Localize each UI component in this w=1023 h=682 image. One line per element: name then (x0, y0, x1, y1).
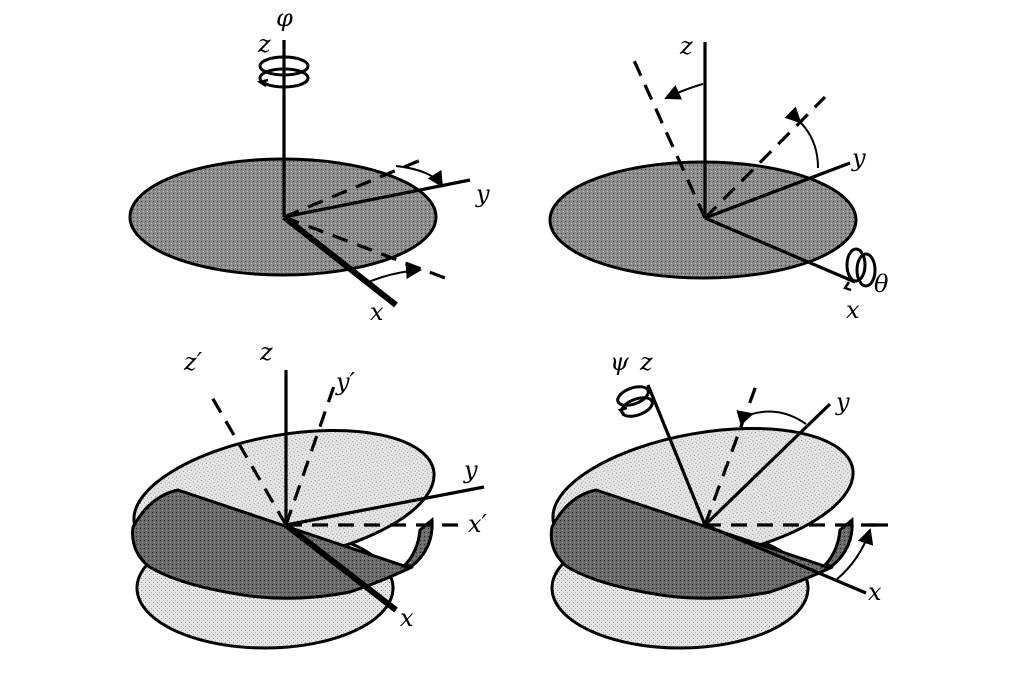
label-phi: φ (276, 4, 293, 32)
label-yprime: y′ (335, 368, 356, 396)
x-axis-primed (284, 522, 398, 613)
label-zprime: z′ (183, 348, 203, 376)
panel-theta: z y θ x (548, 32, 889, 324)
arc-arrow-top-psi (736, 410, 807, 426)
label-x-primed: x (400, 604, 414, 632)
panel-primed: z z′ y′ y x′ x (131, 338, 488, 650)
rotation-icon-psi (616, 385, 654, 418)
arc-arrow-z-theta (664, 83, 704, 100)
x-axis-phi (282, 214, 398, 308)
label-y-phi: y (475, 180, 490, 208)
y-axis-psi (703, 402, 832, 527)
disk-front-half-primed (131, 488, 415, 600)
label-y-primed: y (463, 456, 478, 484)
tilted-y-dashed-theta (703, 95, 827, 220)
arc-arrow-y-theta (784, 106, 819, 169)
arc-arrow-y-phi (395, 165, 444, 188)
rotation-icon-theta (843, 247, 877, 292)
rotation-icon-phi (256, 55, 310, 89)
label-psi: ψ (610, 348, 630, 376)
y-axis-primed (285, 485, 485, 527)
y-axis-theta (704, 161, 851, 220)
label-theta: θ (874, 270, 889, 298)
label-x-psi: x (868, 578, 882, 606)
panel-psi: ψ z y x (549, 348, 888, 650)
label-z-primed: z (259, 338, 273, 366)
panel-phi: φ z y x (128, 4, 490, 326)
disk-edge-sliver-psi (820, 516, 854, 568)
tilted-z-dashed-theta (630, 55, 707, 219)
disk-front-half-psi (549, 488, 835, 600)
arc-arrow-x-phi (365, 263, 422, 284)
label-z-theta: z (679, 32, 693, 60)
label-x-phi: x (370, 298, 384, 326)
label-xprime: x′ (468, 510, 488, 538)
label-y-psi: y (835, 388, 850, 416)
x-axis-theta (704, 216, 856, 284)
label-z-phi: z (257, 30, 271, 58)
disk-edge-sliver-primed (400, 516, 434, 568)
x-axis-psi (704, 523, 867, 595)
label-x-theta: x (846, 296, 860, 324)
label-z-psi: z (639, 348, 653, 376)
z-axis-psi (646, 384, 707, 526)
arc-arrow-right-psi (835, 528, 874, 581)
label-y-theta: y (851, 144, 866, 172)
